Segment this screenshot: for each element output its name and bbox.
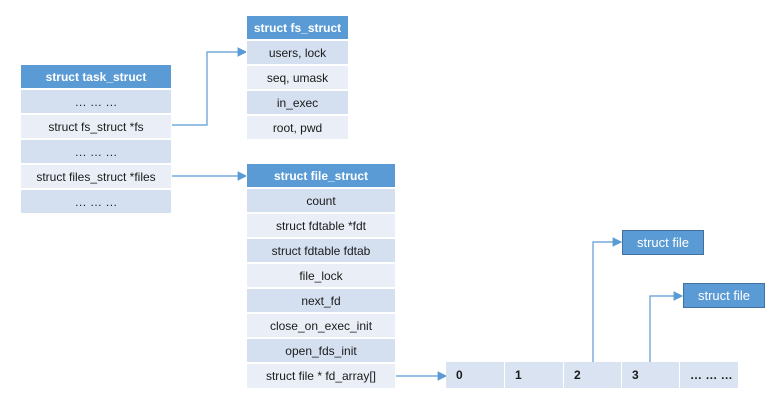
file-struct-title: struct file_struct bbox=[246, 163, 396, 188]
task-struct-row-fs: struct fs_struct *fs bbox=[20, 114, 172, 139]
fs-struct-row: seq, umask bbox=[246, 65, 349, 90]
file-struct-row: struct fdtable fdtab bbox=[246, 238, 396, 263]
task-struct-row-files: struct files_struct *files bbox=[20, 164, 172, 189]
arrow-cell2-to-file bbox=[592, 237, 623, 362]
file-struct-row: next_fd bbox=[246, 288, 396, 313]
arrow-fs-to-fs-struct bbox=[172, 47, 248, 126]
fd-array-cell: 1 bbox=[505, 362, 564, 388]
file-struct-row: count bbox=[246, 188, 396, 213]
fd-array-cell: 2 bbox=[564, 362, 622, 388]
file-struct-row: struct fdtable *fdt bbox=[246, 213, 396, 238]
struct-file-box: struct file bbox=[622, 230, 704, 255]
arrow-cell3-to-file bbox=[649, 291, 684, 362]
file-struct-row: file_lock bbox=[246, 263, 396, 288]
file-struct-row-fd-array: struct file * fd_array[] bbox=[246, 363, 396, 389]
fs-struct-row: users, lock bbox=[246, 40, 349, 65]
fs-struct-row: in_exec bbox=[246, 90, 349, 115]
file-struct-row: open_fds_init bbox=[246, 338, 396, 363]
task-struct-row: … … … bbox=[20, 189, 172, 214]
file-struct-row: close_on_exec_init bbox=[246, 313, 396, 338]
fs-struct-title: struct fs_struct bbox=[246, 15, 349, 40]
fs-struct-row: root, pwd bbox=[246, 115, 349, 140]
task-struct-row: … … … bbox=[20, 139, 172, 164]
fd-array-cell: 0 bbox=[446, 362, 505, 388]
fd-array-cell: … … … bbox=[680, 362, 739, 388]
fd-array-cell: 3 bbox=[622, 362, 680, 388]
struct-file-box: struct file bbox=[683, 283, 765, 308]
task-struct-title: struct task_struct bbox=[20, 64, 172, 89]
task-struct-row: … … … bbox=[20, 89, 172, 114]
